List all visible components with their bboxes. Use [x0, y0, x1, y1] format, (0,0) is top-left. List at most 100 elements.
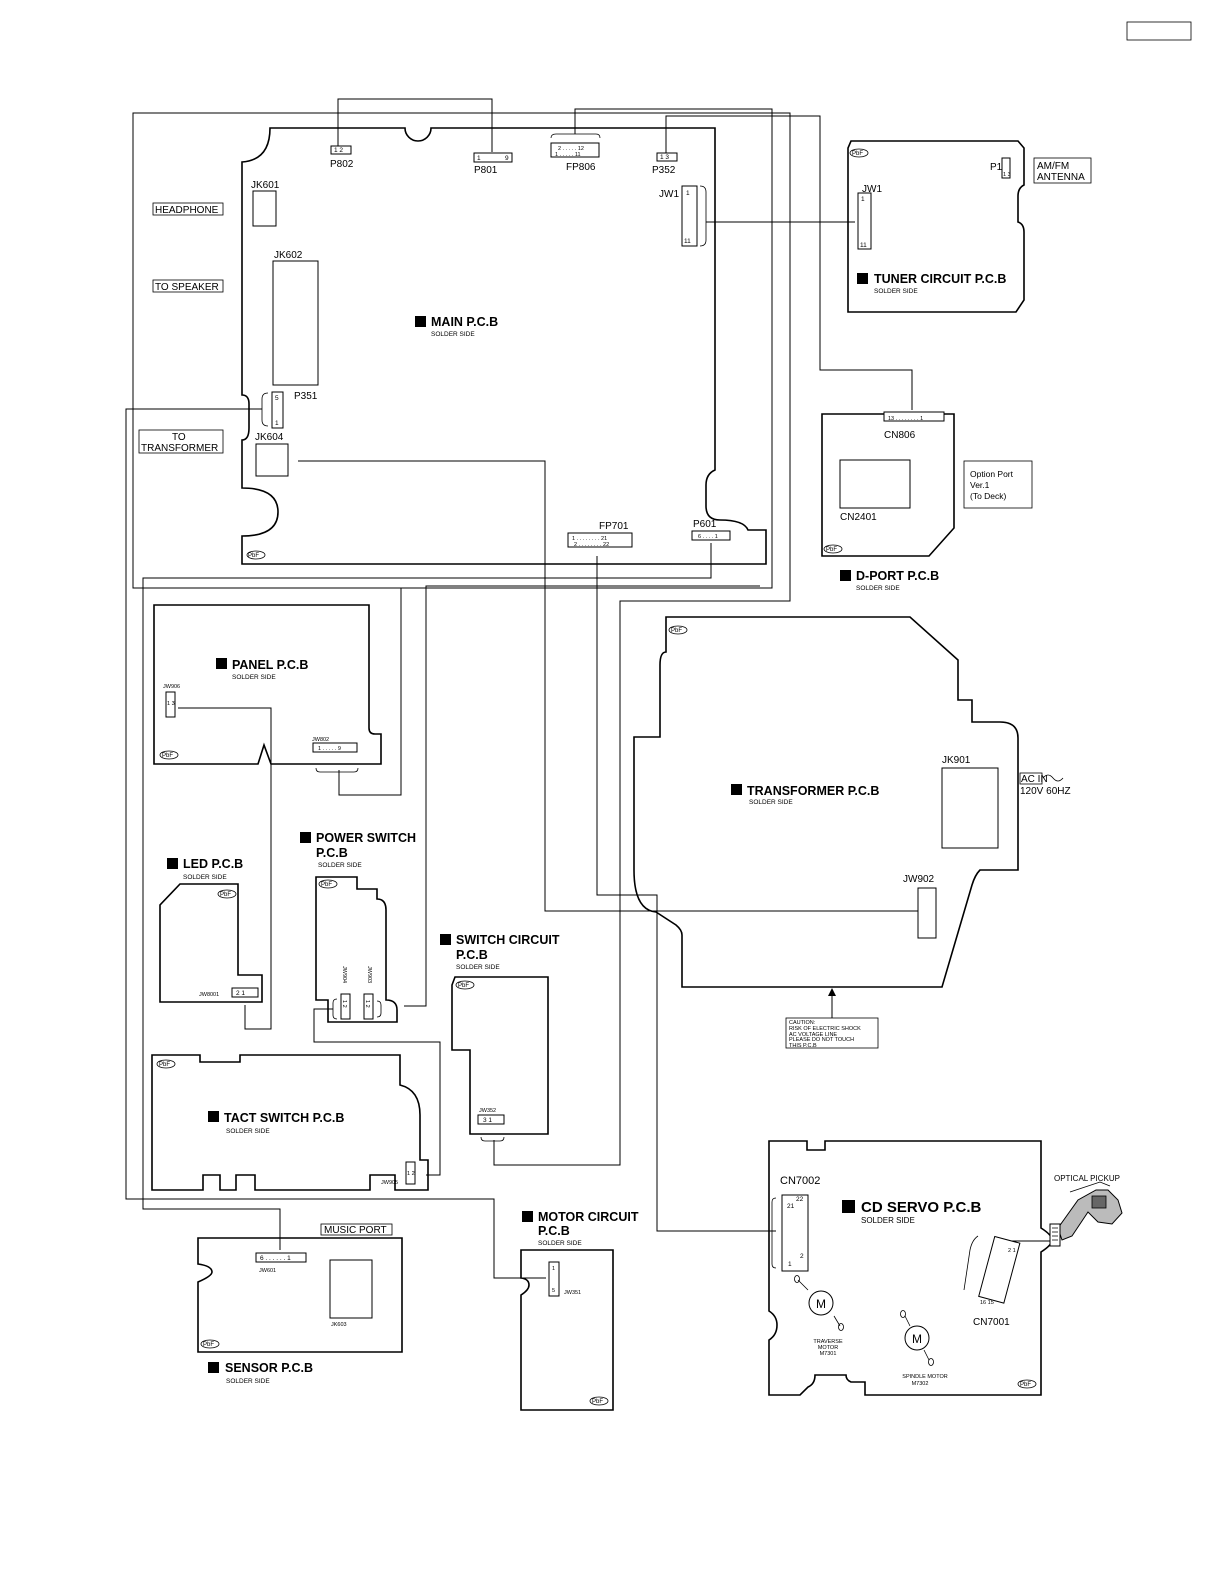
motor-side: SOLDER SIDE	[538, 1240, 582, 1247]
power-badge	[300, 832, 311, 843]
dport-badge-letter: E	[842, 571, 849, 582]
p1-pins: 1 3	[1003, 172, 1011, 178]
transformer-pcb: PbF L TRANSFORMER P.C.B SOLDER SIDE JK90…	[633, 616, 1071, 1049]
jw352-connector	[477, 1114, 505, 1125]
p351-pin-b: 1	[275, 420, 279, 427]
main-external-labels: HEADPHONE TO SPEAKER TO TRANSFORMER	[138, 202, 224, 454]
jw802-connector	[312, 742, 358, 753]
p601-label: P601	[693, 519, 717, 530]
spindle-motor-m: M	[912, 1332, 922, 1346]
jw1-tuner-label: JW1	[862, 184, 882, 195]
transformer-side: SOLDER SIDE	[749, 799, 793, 806]
fp806-label: FP806	[566, 162, 596, 173]
led-side: SOLDER SIDE	[183, 874, 227, 881]
jw601-pins: 6 . . . . . . 1	[260, 1255, 291, 1262]
motor-title-1: MOTOR CIRCUIT	[538, 1210, 639, 1224]
tuner-pcb: PbF JW1 1 11 P1 1 3 B TUNER CIRCUIT P.C.…	[847, 140, 1092, 313]
headphone-label: HEADPHONE	[155, 205, 219, 216]
dport-pbf: PbF	[826, 547, 837, 553]
cn7002-pin-22: 22	[796, 1196, 804, 1203]
dport-title: D-PORT P.C.B	[856, 569, 939, 583]
main-badge-letter: C	[417, 317, 424, 328]
jw352-label: JW352	[479, 1108, 496, 1114]
p352-connector	[656, 152, 678, 162]
jw906-pins: 1 3	[167, 701, 175, 707]
jw903-label: JW903	[366, 966, 372, 983]
caution-line-2: RISK OF ELECTRIC SHOCK	[789, 1026, 861, 1032]
option-port-label-1: Option Port	[970, 469, 1014, 479]
led-pcb: PbF F LED P.C.B SOLDER SIDE JW8001 2 1	[159, 857, 263, 1003]
p601-connector	[691, 530, 731, 541]
switch-title-1: SWITCH CIRCUIT	[456, 933, 560, 947]
page-number-box	[1126, 21, 1192, 41]
cn7001-connector	[978, 1235, 1021, 1304]
p801-pin-b: 9	[505, 155, 509, 162]
jk602-jack	[272, 260, 319, 386]
option-port-label-3: (To Deck)	[970, 491, 1007, 501]
to-transformer-label-2: TRANSFORMER	[141, 443, 218, 454]
p802-pins: 1 2	[334, 147, 343, 154]
jw8001-connector	[231, 987, 259, 998]
traverse-motor-label-2: MOTOR	[818, 1345, 838, 1351]
transformer-badge	[731, 784, 742, 795]
p801-pin-a: 1	[477, 155, 481, 162]
p802-label: P802	[330, 159, 354, 170]
p1-label: P1	[990, 162, 1003, 173]
tuner-pbf: PbF	[852, 151, 863, 157]
fp806-connector	[550, 142, 600, 158]
motor-title-2: P.C.B	[538, 1224, 570, 1238]
traverse-motor-m: M	[816, 1297, 826, 1311]
cn2401-block	[839, 459, 911, 509]
cn806-label: CN806	[884, 430, 916, 441]
cn806-pins: 13 . . . . . . . . 1	[888, 416, 923, 422]
pbf-mark: PbF	[248, 553, 259, 559]
motor-pbf: PbF	[592, 1399, 603, 1405]
sensor-pbf: PbF	[203, 1342, 214, 1348]
tact-pbf: PbF	[159, 1062, 170, 1068]
fp701-pins-top: 1 . . . . . . . . 21	[572, 536, 607, 542]
p351-label: P351	[294, 391, 318, 402]
power-badge-letter: G	[302, 833, 310, 844]
sensor-pcb: MUSIC PORT 6 . . . . . . 1 JW601 JK603 P…	[197, 1223, 403, 1385]
power-title-2: P.C.B	[316, 846, 348, 860]
jw903-connector	[363, 993, 374, 1020]
jk604-label: JK604	[255, 432, 284, 443]
traverse-motor-label-3: M7301	[820, 1351, 837, 1357]
spindle-motor-symbol	[904, 1325, 930, 1351]
dport-pcb: 13 . . . . . . . . 1 CN806 CN2401 PbF Op…	[821, 411, 1033, 592]
panel-badge	[216, 658, 227, 669]
motor-badge	[522, 1211, 533, 1222]
panel-title: PANEL P.C.B	[232, 658, 308, 672]
p351-connector	[271, 391, 284, 429]
jk603-label: JK603	[331, 1322, 347, 1328]
jw8001-pins: 2 1	[236, 990, 245, 997]
cn7002-label: CN7002	[780, 1175, 820, 1187]
jw906-label: JW906	[163, 684, 180, 690]
sensor-badge-letter: K	[210, 1363, 218, 1374]
dport-side: SOLDER SIDE	[856, 585, 900, 592]
p801-connector	[473, 152, 513, 163]
jw8001-label: JW8001	[199, 992, 219, 998]
jk901-jack	[941, 767, 999, 849]
cdservo-title: CD SERVO P.C.B	[861, 1199, 981, 1216]
spindle-motor-label-1: SPINDLE MOTOR	[902, 1374, 947, 1380]
jw352-pins: 3 1	[483, 1117, 492, 1124]
caution-line-5: THIS P.C.B	[789, 1043, 817, 1049]
fp806-pins-bottom: 1 . . . . . 11	[555, 152, 581, 158]
cdservo-pbf: PbF	[1020, 1382, 1031, 1388]
caution-line-1: CAUTION:	[789, 1020, 816, 1026]
jw903-pins: 1 2	[364, 1000, 370, 1008]
fp701-pins-bottom: 2 . . . . . . . . 22	[574, 542, 609, 548]
motor-badge-letter: J	[525, 1212, 531, 1223]
cn7001-pins-top: 2 1	[1008, 1248, 1016, 1254]
led-badge-letter: F	[169, 859, 175, 870]
power-switch-pcb: PbF G POWER SWITCH P.C.B SOLDER SIDE JW9…	[300, 831, 416, 1023]
jw601-connector	[255, 1252, 307, 1263]
traverse-motor-label-1: TRAVERSE	[813, 1339, 843, 1345]
switch-title-2: P.C.B	[456, 948, 488, 962]
caution-line-4: PLEASE DO NOT TOUCH	[789, 1037, 854, 1043]
p352-label: P352	[652, 165, 676, 176]
main-side: SOLDER SIDE	[431, 331, 475, 338]
tact-badge	[208, 1111, 219, 1122]
